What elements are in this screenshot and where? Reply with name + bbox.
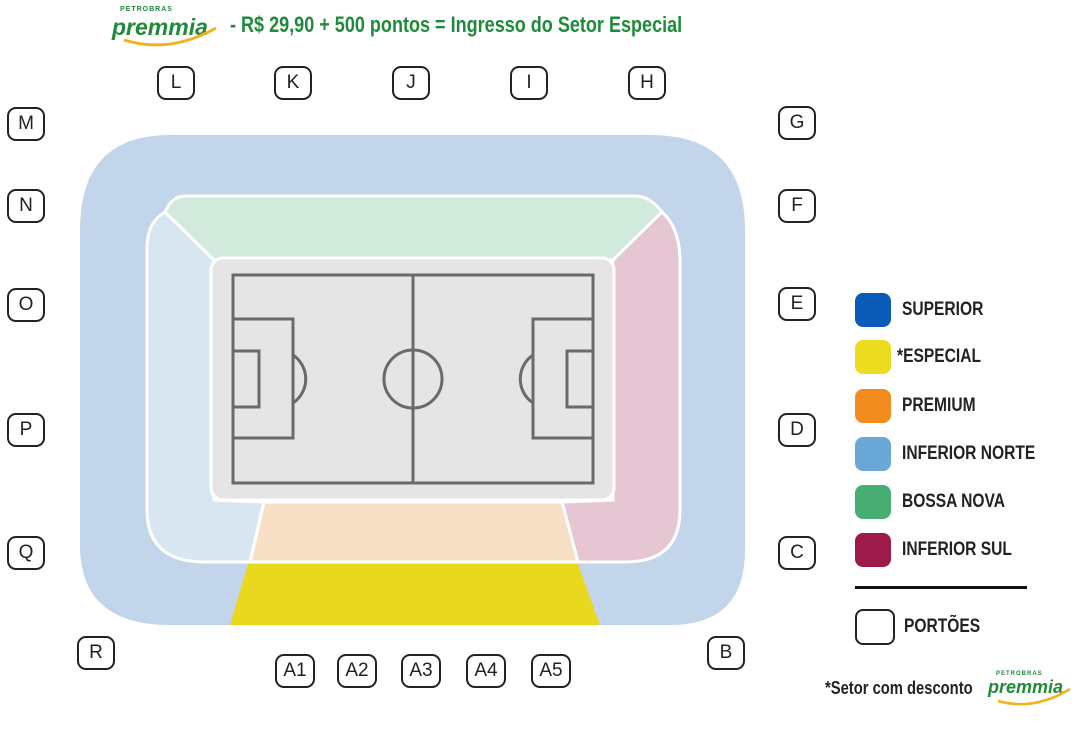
legend-swatch-inferior-norte — [855, 437, 891, 471]
sector-premium[interactable] — [248, 500, 580, 564]
footnote-logo-swoosh-icon — [997, 687, 1071, 706]
gate-d[interactable]: D — [778, 413, 816, 447]
sector-especial[interactable] — [230, 564, 600, 625]
gate-r[interactable]: R — [77, 636, 115, 670]
gate-q[interactable]: Q — [7, 536, 45, 570]
legend-swatch-inferior-sul — [855, 533, 891, 567]
gate-a4[interactable]: A4 — [466, 654, 506, 688]
gate-l[interactable]: L — [157, 66, 195, 100]
gate-a2[interactable]: A2 — [337, 654, 377, 688]
footnote-premmia-logo: PETROBRAS premmia — [988, 671, 1072, 709]
sector-bossa-nova[interactable] — [163, 194, 664, 262]
gate-o[interactable]: O — [7, 288, 45, 322]
legend-swatch-premium — [855, 389, 891, 423]
gate-h[interactable]: H — [628, 66, 666, 100]
gate-i[interactable]: I — [510, 66, 548, 100]
logo-premmia-text: premmia — [112, 14, 208, 40]
gate-a5[interactable]: A5 — [531, 654, 571, 688]
legend-label-superior: SUPERIOR — [902, 299, 984, 320]
gate-a3[interactable]: A3 — [401, 654, 441, 688]
gate-c[interactable]: C — [778, 536, 816, 570]
legend-label-gates: PORTÕES — [904, 616, 981, 637]
sector-inferior-norte[interactable] — [145, 210, 266, 564]
legend-swatch-superior — [855, 293, 891, 327]
logo-swoosh-icon — [123, 26, 217, 47]
gate-m[interactable]: M — [7, 107, 45, 141]
legend-gate-swatch — [855, 609, 895, 645]
gate-g[interactable]: G — [778, 106, 816, 140]
footnote-text: *Setor com desconto — [825, 678, 973, 698]
gate-p[interactable]: P — [7, 413, 45, 447]
legend-label-inferior-sul: INFERIOR SUL — [902, 539, 1012, 560]
legend-swatch-bossa-nova — [855, 485, 891, 519]
footnote-logo-petrobras-text: PETROBRAS — [996, 671, 1043, 677]
legend-label-bossa-nova: BOSSA NOVA — [902, 491, 1006, 512]
gate-e[interactable]: E — [778, 287, 816, 321]
sector-inferior-sul[interactable] — [560, 209, 682, 564]
premmia-logo: PETROBRAS premmia — [110, 6, 220, 50]
legend-label-premium: PREMIUM — [902, 395, 976, 416]
legend-label-inferior-norte: INFERIOR NORTE — [902, 443, 1036, 464]
legend-divider — [855, 586, 1027, 589]
gate-n[interactable]: N — [7, 189, 45, 223]
footnote-logo-premmia-text: premmia — [988, 677, 1064, 697]
logo-petrobras-text: PETROBRAS — [120, 6, 173, 13]
gate-j[interactable]: J — [392, 66, 430, 100]
legend-label-especial: *ESPECIAL — [897, 346, 981, 367]
gate-k[interactable]: K — [274, 66, 312, 100]
field-lines — [231, 273, 595, 485]
gate-b[interactable]: B — [707, 636, 745, 670]
promo-text: - R$ 29,90 + 500 pontos = Ingresso do Se… — [230, 12, 683, 37]
gate-a1[interactable]: A1 — [275, 654, 315, 688]
legend-swatch-especial — [855, 340, 891, 374]
gate-f[interactable]: F — [778, 189, 816, 223]
